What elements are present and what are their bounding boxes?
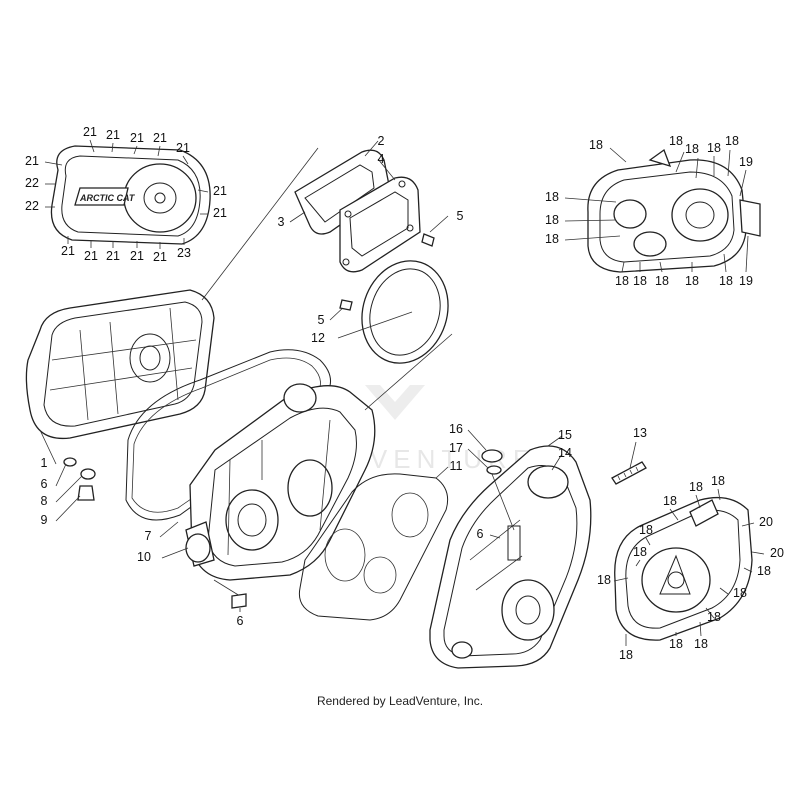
callout-label: 6 (477, 527, 484, 541)
callout-label: 12 (311, 331, 325, 345)
callout-label: 11 (450, 459, 463, 473)
callout-label: 18 (707, 610, 721, 624)
callout-label: 20 (759, 515, 773, 529)
seal-plate-leaders (201, 140, 449, 301)
callout-label: 18 (725, 134, 739, 148)
callout-label: 9 (41, 513, 48, 527)
callout-label: 19 (739, 274, 753, 288)
footer-credit: Rendered by LeadVenture, Inc. (317, 694, 483, 708)
transmission-housing (185, 383, 376, 581)
callout-label: 21 (106, 128, 120, 142)
clutch-cover-outer: ARCTIC CAT (50, 145, 211, 245)
callout-label: 6 (41, 477, 48, 491)
callout-label: 5 (457, 209, 464, 223)
crankcase-cover-leaders (564, 147, 749, 273)
dowel-pin (611, 441, 647, 485)
callout-label: 18 (733, 586, 747, 600)
callout-label: 18 (719, 274, 733, 288)
stator-cover-leaders (613, 488, 765, 646)
callout-label: 18 (589, 138, 603, 152)
callout-label: 21 (84, 249, 98, 263)
callout-label: 18 (685, 142, 699, 156)
callout-label: 15 (558, 428, 572, 442)
callout-label: 18 (669, 637, 683, 651)
callout-label: 21 (130, 249, 144, 263)
stator-cover (614, 496, 753, 641)
engine-side-case (429, 445, 592, 669)
drain-fasteners (39, 429, 247, 612)
callout-label: 18 (669, 134, 683, 148)
callout-label: 6 (237, 614, 244, 628)
callout-label: 18 (689, 480, 703, 494)
callout-label: 18 (545, 190, 559, 204)
callout-label: 21 (213, 206, 227, 220)
callout-label: 3 (278, 215, 285, 229)
callout-label: 18 (619, 648, 633, 662)
callout-label: 18 (694, 637, 708, 651)
callout-label: 18 (615, 274, 629, 288)
callout-labels: 21 21 21 21 21 21 22 22 21 21 21 21 21 21 21 23 2 4 3 5 5 12 1… (25, 125, 784, 662)
callout-label: 22 (25, 176, 39, 190)
callout-label: 1 (41, 456, 48, 470)
arctic-cat-logo-text: ARCTIC CAT (79, 193, 136, 203)
clutch-housing-inner (25, 289, 215, 440)
bolt-5-upper (421, 233, 435, 247)
callout-label: 8 (41, 494, 48, 508)
callout-label: 18 (711, 474, 725, 488)
callout-label: 7 (145, 529, 152, 543)
callout-label: 21 (213, 184, 227, 198)
seal-plate-assembly (294, 149, 421, 273)
callout-label: 23 (177, 246, 191, 260)
callout-label: 21 (83, 125, 97, 139)
callout-label: 18 (757, 564, 771, 578)
callout-label: 4 (378, 152, 385, 166)
callout-label: 18 (655, 274, 669, 288)
case-gasket (298, 466, 449, 621)
callout-label: 16 (449, 422, 463, 436)
callout-label: 18 (639, 523, 653, 537)
callout-label: 18 (685, 274, 699, 288)
callout-label: 17 (449, 441, 463, 455)
callout-label: 21 (153, 131, 167, 145)
callout-label: 18 (597, 573, 611, 587)
callout-label: 14 (558, 446, 572, 460)
callout-label: 18 (707, 141, 721, 155)
callout-label: 22 (25, 199, 39, 213)
callout-label: 18 (663, 494, 677, 508)
clutch-cover-leaders (44, 139, 209, 249)
callout-label: 10 (137, 550, 151, 564)
callout-label: 20 (770, 546, 784, 560)
inspection-cover (329, 260, 453, 411)
callout-label: 2 (378, 134, 385, 148)
callout-label: 13 (633, 426, 647, 440)
callout-label: 18 (545, 213, 559, 227)
callout-label: 18 (633, 274, 647, 288)
callout-label: 21 (130, 131, 144, 145)
callout-label: 21 (106, 249, 120, 263)
callout-label: 21 (153, 250, 167, 264)
callout-label: 21 (61, 244, 75, 258)
crankcase-cover (587, 148, 761, 273)
callout-label: 18 (633, 545, 647, 559)
callout-label: 21 (176, 141, 190, 155)
callout-label: 5 (318, 313, 325, 327)
callout-label: 19 (739, 155, 753, 169)
callout-label: 18 (545, 232, 559, 246)
callout-label: 21 (25, 154, 39, 168)
oil-fill-cap (467, 429, 563, 539)
